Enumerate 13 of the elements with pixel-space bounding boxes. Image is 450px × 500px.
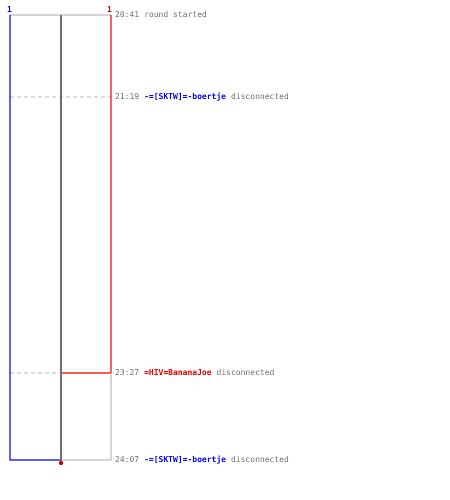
player-name: -=[SKTW]=-boertje (144, 455, 226, 465)
player-name: =HIV=BananaJoe (144, 368, 212, 378)
team-count: 1 (107, 5, 112, 15)
timestamp: 20:41 (115, 10, 140, 20)
timestamp: 23:27 (115, 368, 140, 378)
timestamp: 24:07 (115, 455, 140, 465)
event-text: disconnected (216, 368, 274, 378)
team-count: 1 (7, 5, 12, 15)
event-text: disconnected (230, 455, 289, 465)
event-text: disconnected (230, 92, 289, 102)
player-name: -=[SKTW]=-boertje (144, 92, 226, 102)
timestamp: 21:19 (115, 92, 140, 102)
event-text: round started (144, 10, 207, 20)
